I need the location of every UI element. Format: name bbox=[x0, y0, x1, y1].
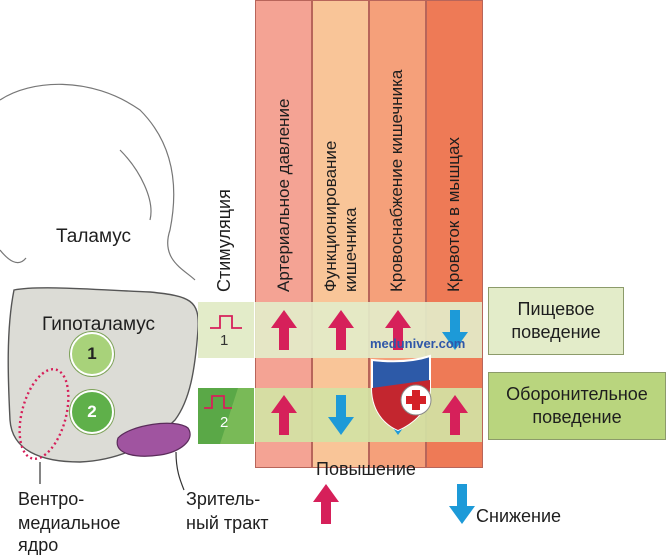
brain-anatomy bbox=[0, 83, 199, 491]
nucleus-2: 2 bbox=[70, 390, 114, 434]
nucleus-1-number: 1 bbox=[87, 344, 97, 363]
thalamus-label: Таламус bbox=[56, 226, 132, 247]
nucleus-2-number: 2 bbox=[87, 402, 97, 421]
feeding-effect-1-increase-arrow bbox=[271, 310, 297, 350]
vmn-label-line3: ядро bbox=[18, 535, 59, 555]
feeding-effect-2-increase-arrow bbox=[328, 310, 354, 350]
stimulus-box-1: 1 bbox=[198, 302, 254, 358]
stimulus-number-2: 2 bbox=[220, 414, 229, 431]
legend-decrease-label: Снижение bbox=[476, 506, 562, 526]
thalamus-outline bbox=[0, 83, 196, 281]
legend-decrease-arrow-icon bbox=[449, 484, 475, 524]
vmn-label-line2: медиальное bbox=[18, 513, 121, 533]
defense-effect-4-increase-arrow bbox=[442, 395, 468, 435]
feeding-behavior-line2: поведение bbox=[511, 322, 601, 342]
feeding-effect-3-increase-arrow bbox=[385, 310, 411, 350]
feeding-behavior-line1: Пищевое bbox=[517, 299, 595, 319]
feeding-effect-4-decrease-arrow bbox=[442, 310, 468, 350]
optic-tract-pointer bbox=[175, 451, 185, 491]
hypothalamus-label: Гипоталамус bbox=[42, 314, 156, 335]
stimulus-box-2: 2 bbox=[198, 388, 254, 444]
pulse-icon-2 bbox=[204, 388, 254, 444]
nucleus-1: 1 bbox=[70, 332, 114, 376]
optic-tract-shape bbox=[116, 422, 191, 457]
pulse-icon-1 bbox=[210, 315, 242, 329]
optic-tract-label-line1: Зритель- bbox=[186, 489, 261, 509]
cortex-outline bbox=[0, 149, 152, 264]
feeding-behavior-box: Пищевое поведение bbox=[488, 287, 624, 355]
hypothalamus-region bbox=[7, 287, 199, 463]
defense-effect-2-decrease-arrow bbox=[328, 395, 354, 435]
optic-tract-label-line2: ный тракт bbox=[186, 513, 269, 533]
row-band-defense-fill bbox=[255, 388, 482, 442]
vmn-label-line1: Вентро- bbox=[18, 489, 85, 509]
legend-increase-label: Повышение bbox=[316, 459, 416, 479]
defense-behavior-box: Оборонительное поведение bbox=[488, 372, 666, 440]
ventromedial-nucleus-outline bbox=[18, 368, 70, 460]
watermark-text: meduniver.com bbox=[370, 336, 466, 351]
defense-behavior-line2: поведение bbox=[532, 407, 622, 427]
defense-behavior-line1: Оборонительное bbox=[506, 384, 648, 404]
stimulus-number-1: 1 bbox=[220, 332, 229, 349]
legend-increase-arrow-icon bbox=[313, 484, 339, 524]
defense-effect-1-increase-arrow bbox=[271, 395, 297, 435]
row-band-feeding-fill bbox=[255, 302, 482, 358]
shield-icon bbox=[371, 354, 432, 432]
